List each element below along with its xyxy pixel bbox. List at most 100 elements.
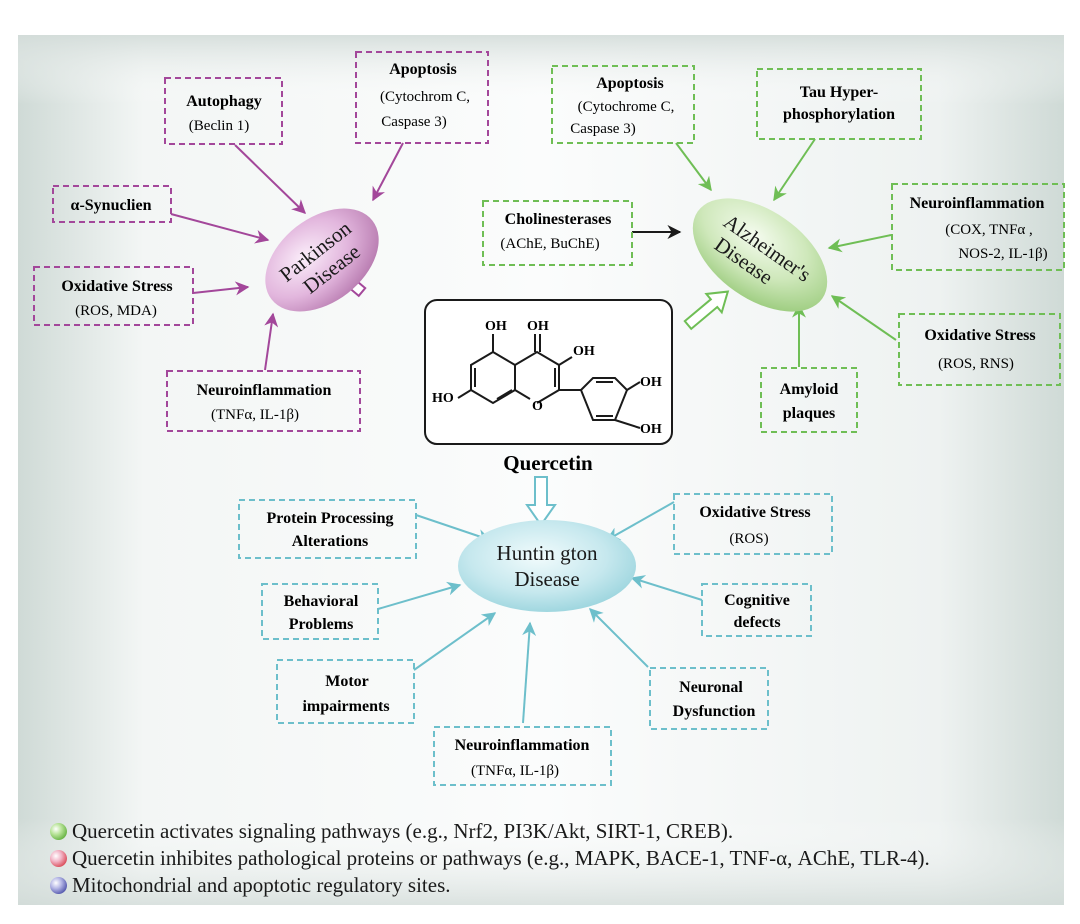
- legend-item-mitochondrial: Mitochondrial and apoptotic regulatory s…: [50, 872, 930, 899]
- arrow-tau-to-alzheimer: [773, 138, 816, 202]
- arrow-motor-to-huntington: [413, 612, 497, 671]
- factor-sub: (ROS, RNS): [938, 356, 1014, 372]
- factor-title: Tau Hyper-: [800, 84, 878, 101]
- oh-label: OH: [527, 319, 549, 334]
- compound-name: Quercetin: [503, 451, 593, 475]
- factor-title-line2: plaques: [783, 405, 835, 422]
- factor-sub: (TNFα, IL-1β): [211, 407, 299, 423]
- factor-sub: Caspase 3): [381, 114, 446, 130]
- alzheimer-group: Alzheimer's Disease Apoptosis (Cytochrom…: [482, 65, 1065, 433]
- factor-title-line2: phosphorylation: [783, 106, 895, 123]
- red-sphere-icon: [50, 850, 67, 867]
- ring-oxygen-label: O: [532, 399, 543, 414]
- oh-label: OH: [640, 422, 662, 437]
- green-sphere-icon: [50, 823, 67, 840]
- alzheimer-factor-amyloid[interactable]: Amyloid plaques: [760, 367, 858, 433]
- blue-sphere-icon: [50, 877, 67, 894]
- quercetin-bonds: [457, 334, 641, 429]
- arrow-behavioral-to-huntington: [377, 581, 462, 610]
- background-panel-shade: [18, 35, 1064, 905]
- quercetin-structure[interactable]: OH OH OH OH OH HO O Quercetin: [424, 299, 673, 475]
- arrow-oxidative-to-alzheimer: [830, 295, 897, 341]
- factor-title: Oxidative Stress: [61, 278, 172, 295]
- parkinson-factor-synuclien[interactable]: α-Synuclien: [52, 185, 172, 223]
- factor-title: Autophagy: [186, 93, 262, 110]
- huntington-factor-protein-processing[interactable]: Protein Processing Alterations: [238, 499, 417, 559]
- parkinson-factor-autophagy[interactable]: Autophagy (Beclin 1): [164, 77, 283, 145]
- factor-sub: (TNFα, IL-1β): [471, 763, 559, 779]
- factor-title: Behavioral: [284, 593, 359, 610]
- arrow-oxidative-to-huntington: [605, 501, 675, 541]
- arrow-protein-to-huntington: [415, 514, 492, 543]
- huntington-factor-neuronal[interactable]: Neuronal Dysfunction: [649, 667, 769, 730]
- factor-title: Neuronal: [679, 679, 743, 696]
- huntington-label-line1: Huntin gton: [497, 541, 598, 565]
- factor-title: Apoptosis: [596, 75, 664, 92]
- hollow-arrow-quercetin-to-alzheimer: [683, 290, 730, 331]
- factor-title-line2: impairments: [302, 698, 389, 715]
- huntington-factor-oxidative-stress[interactable]: Oxidative Stress (ROS): [673, 493, 833, 555]
- huntington-label-line2: Disease: [514, 567, 579, 591]
- alzheimer-factor-apoptosis[interactable]: Apoptosis (Cytochrome C, Caspase 3): [551, 65, 695, 144]
- arrow-neuronal-to-huntington: [589, 608, 649, 668]
- factor-title: Apoptosis: [389, 61, 457, 78]
- quercetin-frame: [424, 299, 673, 445]
- parkinson-factor-oxidative-stress[interactable]: Oxidative Stress (ROS, MDA): [33, 266, 194, 326]
- arrow-autophagy-to-parkinson: [234, 144, 307, 214]
- factor-title: α-Synuclien: [71, 197, 152, 214]
- factor-title: Neuroinflammation: [910, 195, 1045, 212]
- arrow-synuclien-to-parkinson: [170, 213, 270, 244]
- factor-title: Neuroinflammation: [455, 737, 590, 754]
- factor-title: Oxidative Stress: [699, 504, 810, 521]
- arrow-neuroinflam-to-huntington: [522, 621, 537, 724]
- factor-title-line2: defects: [733, 614, 780, 631]
- parkinson-factor-apoptosis[interactable]: Apoptosis (Cytochrom C, Caspase 3): [355, 51, 489, 144]
- legend-item-inhibits: Quercetin inhibites pathological protein…: [50, 845, 930, 872]
- alzheimer-disease-node[interactable]: Alzheimer's Disease: [673, 175, 848, 334]
- alzheimer-factor-oxidative-stress[interactable]: Oxidative Stress (ROS, RNS): [898, 313, 1061, 386]
- factor-sub: (ROS): [729, 531, 768, 547]
- factor-sub: (ROS, MDA): [75, 303, 157, 319]
- factor-title: Neuroinflammation: [197, 382, 332, 399]
- legend-text: Quercetin inhibites pathological protein…: [72, 846, 930, 870]
- factor-sub: (Cytochrom C,: [380, 89, 470, 105]
- factor-title: Cholinesterases: [505, 211, 612, 228]
- factor-sub: (Cytochrome C,: [578, 99, 675, 115]
- huntington-factor-neuroinflammation[interactable]: Neuroinflammation (TNFα, IL-1β): [433, 726, 612, 786]
- huntington-group: Huntin gton Disease Protein Processing A…: [238, 476, 833, 786]
- legend-item-activates: Quercetin activates signaling pathways (…: [50, 818, 930, 845]
- legend: Quercetin activates signaling pathways (…: [50, 818, 930, 899]
- arrow-oxidative-to-parkinson: [192, 281, 250, 296]
- huntington-factor-cognitive[interactable]: Cognitive defects: [701, 583, 812, 637]
- alzheimer-factor-neuroinflammation[interactable]: Neuroinflammation (COX, TNFα , NOS-2, IL…: [891, 183, 1065, 271]
- parkinson-factor-neuroinflammation[interactable]: Neuroinflammation (TNFα, IL-1β): [166, 370, 361, 432]
- huntington-factor-behavioral[interactable]: Behavioral Problems: [261, 583, 379, 640]
- oh-label: OH: [485, 319, 507, 334]
- factor-title-line2: Dysfunction: [673, 703, 756, 720]
- arrow-apoptosis-to-alzheimer: [675, 142, 712, 192]
- factor-sub: NOS-2, IL-1β): [958, 246, 1047, 262]
- oh-label: OH: [640, 375, 662, 390]
- arrow-apoptosis-to-parkinson: [372, 142, 404, 202]
- factor-title-line2: Alterations: [292, 533, 368, 550]
- parkinson-group: Parkinson Disease Autophagy (Beclin 1) A…: [33, 51, 489, 432]
- factor-sub: (AChE, BuChE): [500, 236, 599, 252]
- huntington-factor-motor[interactable]: Motor impairments: [276, 659, 415, 724]
- ho-label: HO: [432, 391, 454, 406]
- factor-title: Motor: [325, 673, 369, 690]
- factor-sub: (COX, TNFα ,: [945, 222, 1033, 238]
- arrow-neuroinflam-to-alzheimer: [827, 234, 892, 253]
- oh-label: OH: [573, 344, 595, 359]
- factor-title: Amyloid: [780, 381, 839, 398]
- factor-title: Protein Processing: [267, 510, 394, 527]
- huntington-disease-node[interactable]: Huntin gton Disease: [458, 520, 636, 612]
- hollow-arrow-quercetin-to-huntington: [525, 476, 557, 527]
- factor-sub: (Beclin 1): [189, 118, 249, 134]
- alzheimer-factor-cholinesterases[interactable]: Cholinesterases (AChE, BuChE): [482, 200, 633, 266]
- alzheimer-factor-tau[interactable]: Tau Hyper- phosphorylation: [756, 68, 922, 140]
- arrow-cognitive-to-huntington: [630, 575, 703, 601]
- factor-title: Oxidative Stress: [924, 327, 1035, 344]
- factor-sub: Caspase 3): [570, 121, 635, 137]
- factor-title-line2: Problems: [289, 616, 354, 633]
